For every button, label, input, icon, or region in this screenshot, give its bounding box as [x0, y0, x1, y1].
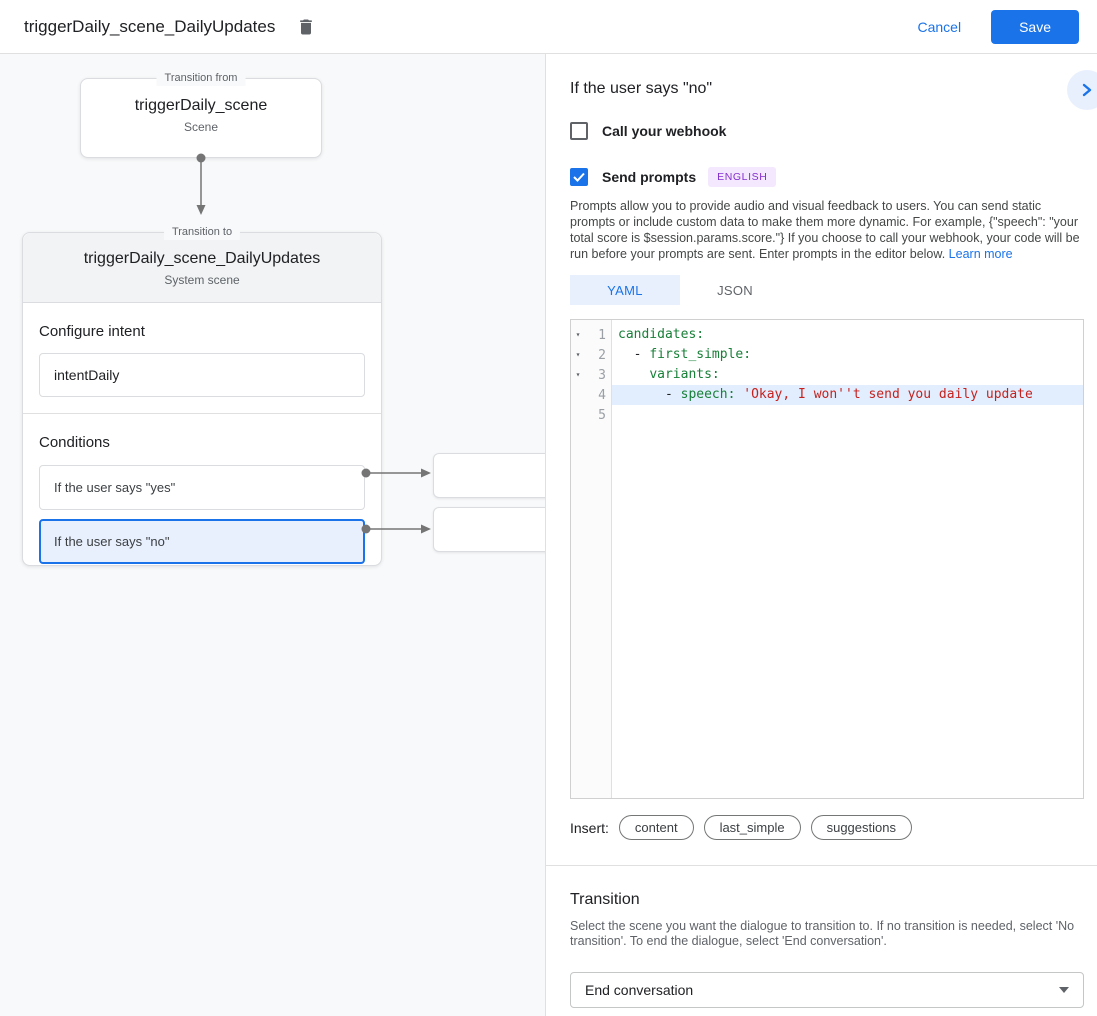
- tab-yaml[interactable]: YAML: [570, 275, 680, 305]
- prompts-description-text: Prompts allow you to provide audio and v…: [570, 199, 1080, 261]
- gutter-row: ▾ 1: [571, 325, 611, 345]
- line-number: 3: [598, 367, 606, 383]
- configure-intent-section: Configure intent intentDaily: [23, 303, 381, 413]
- line-number: 5: [598, 407, 606, 423]
- prompt-code-editor[interactable]: ▾ 1 ▾ 2 ▾ 3 4 5: [570, 319, 1084, 799]
- checkmark-icon: [573, 172, 585, 182]
- condition-item-yes[interactable]: If the user says "yes": [39, 465, 365, 510]
- collapse-panel-button[interactable]: [1067, 70, 1097, 110]
- line-number: 2: [598, 347, 606, 363]
- transition-select[interactable]: End conversation: [570, 972, 1084, 1008]
- transition-to-header: triggerDaily_scene_DailyUpdates System s…: [23, 233, 381, 303]
- conditions-label: Conditions: [39, 434, 110, 451]
- transition-description: Select the scene you want the dialogue t…: [570, 919, 1075, 948]
- insert-label: Insert:: [570, 819, 609, 836]
- code-key: candidates:: [618, 327, 705, 342]
- code-line: variants:: [612, 365, 1083, 385]
- dropdown-caret-icon: [1059, 987, 1069, 993]
- insert-row: Insert: content last_simple suggestions: [570, 815, 1083, 840]
- line-number: 1: [598, 327, 606, 343]
- send-prompts-checkbox[interactable]: [570, 168, 588, 186]
- fold-toggle-icon[interactable]: ▾: [575, 370, 581, 379]
- code-string: 'Okay, I won''t send you daily update: [743, 387, 1033, 402]
- transition-from-node[interactable]: Transition from triggerDaily_scene Scene: [80, 71, 322, 158]
- transition-from-legend: Transition from: [156, 71, 246, 86]
- prompts-description: Prompts allow you to provide audio and v…: [570, 198, 1084, 262]
- code-key: variants:: [649, 367, 720, 382]
- gutter-row: 4: [571, 385, 611, 405]
- condition-detail-panel: If the user says "no" Call your webhook …: [545, 54, 1097, 1016]
- condition-no-connector-arrow: [361, 524, 431, 534]
- save-button[interactable]: Save: [991, 9, 1079, 44]
- send-prompts-checkbox-row[interactable]: Send prompts ENGLISH: [570, 167, 1083, 187]
- tab-json[interactable]: JSON: [717, 282, 753, 298]
- transition-select-value: End conversation: [585, 982, 694, 998]
- trash-icon: [300, 19, 313, 34]
- transition-to-node[interactable]: Transition to triggerDaily_scene_DailyUp…: [22, 225, 382, 566]
- panel-divider: [546, 865, 1097, 866]
- condition-item-no[interactable]: If the user says "no": [39, 519, 365, 564]
- top-bar: triggerDaily_scene_DailyUpdates Cancel S…: [0, 0, 1097, 54]
- learn-more-link[interactable]: Learn more: [948, 247, 1013, 261]
- code-plain: [618, 367, 649, 382]
- cancel-button[interactable]: Cancel: [901, 11, 977, 43]
- code-plain: -: [618, 387, 681, 402]
- webhook-checkbox[interactable]: [570, 122, 588, 140]
- transition-target-node-no[interactable]: [433, 507, 545, 552]
- insert-chip-last-simple[interactable]: last_simple: [703, 815, 801, 840]
- configure-intent-label: Configure intent: [39, 323, 145, 340]
- vertical-connector-arrow: [196, 153, 206, 215]
- editor-gutter: ▾ 1 ▾ 2 ▾ 3 4 5: [571, 320, 612, 798]
- page-title: triggerDaily_scene_DailyUpdates: [24, 16, 276, 36]
- code-key: first_simple:: [649, 347, 752, 362]
- delete-button[interactable]: [291, 12, 321, 42]
- gutter-row: ▾ 2: [571, 345, 611, 365]
- insert-chip-suggestions[interactable]: suggestions: [810, 815, 912, 840]
- node-divider: [23, 413, 381, 414]
- code-line: candidates:: [612, 325, 1083, 345]
- conditions-section: Conditions If the user says "yes" If the…: [23, 414, 381, 580]
- gutter-row: 5: [571, 405, 611, 425]
- intent-item[interactable]: intentDaily: [39, 353, 365, 397]
- panel-title: If the user says "no": [570, 80, 713, 97]
- code-key: speech:: [680, 387, 744, 402]
- transition-from-title: triggerDaily_scene: [134, 97, 268, 114]
- language-badge: ENGLISH: [708, 167, 777, 187]
- insert-chip-content[interactable]: content: [618, 815, 694, 840]
- webhook-label: Call your webhook: [602, 123, 727, 139]
- gutter-row: ▾ 3: [571, 365, 611, 385]
- transition-target-node-yes[interactable]: [433, 453, 545, 498]
- editor-code-area[interactable]: candidates: - first_simple: variants: - …: [612, 320, 1083, 798]
- transition-to-subtitle: System scene: [164, 273, 240, 287]
- code-line: [612, 405, 1083, 425]
- code-plain: -: [618, 347, 650, 362]
- line-number: 4: [598, 387, 606, 403]
- fold-toggle-icon[interactable]: ▾: [575, 350, 581, 359]
- code-line: - first_simple:: [612, 345, 1083, 365]
- transition-to-title: triggerDaily_scene_DailyUpdates: [83, 250, 321, 267]
- editor-format-tabs: YAML JSON: [570, 275, 1083, 305]
- webhook-checkbox-row[interactable]: Call your webhook: [570, 122, 1083, 140]
- transition-from-subtitle: Scene: [183, 120, 219, 134]
- transition-section-title: Transition: [570, 891, 640, 908]
- flow-canvas: Transition from triggerDaily_scene Scene…: [0, 54, 545, 1016]
- condition-yes-connector-arrow: [361, 468, 431, 478]
- code-line-highlighted: - speech: 'Okay, I won''t send you daily…: [612, 385, 1083, 405]
- transition-to-legend: Transition to: [163, 225, 241, 240]
- send-prompts-label: Send prompts: [602, 169, 697, 185]
- chevron-right-icon: [1082, 83, 1092, 97]
- fold-toggle-icon[interactable]: ▾: [575, 330, 581, 339]
